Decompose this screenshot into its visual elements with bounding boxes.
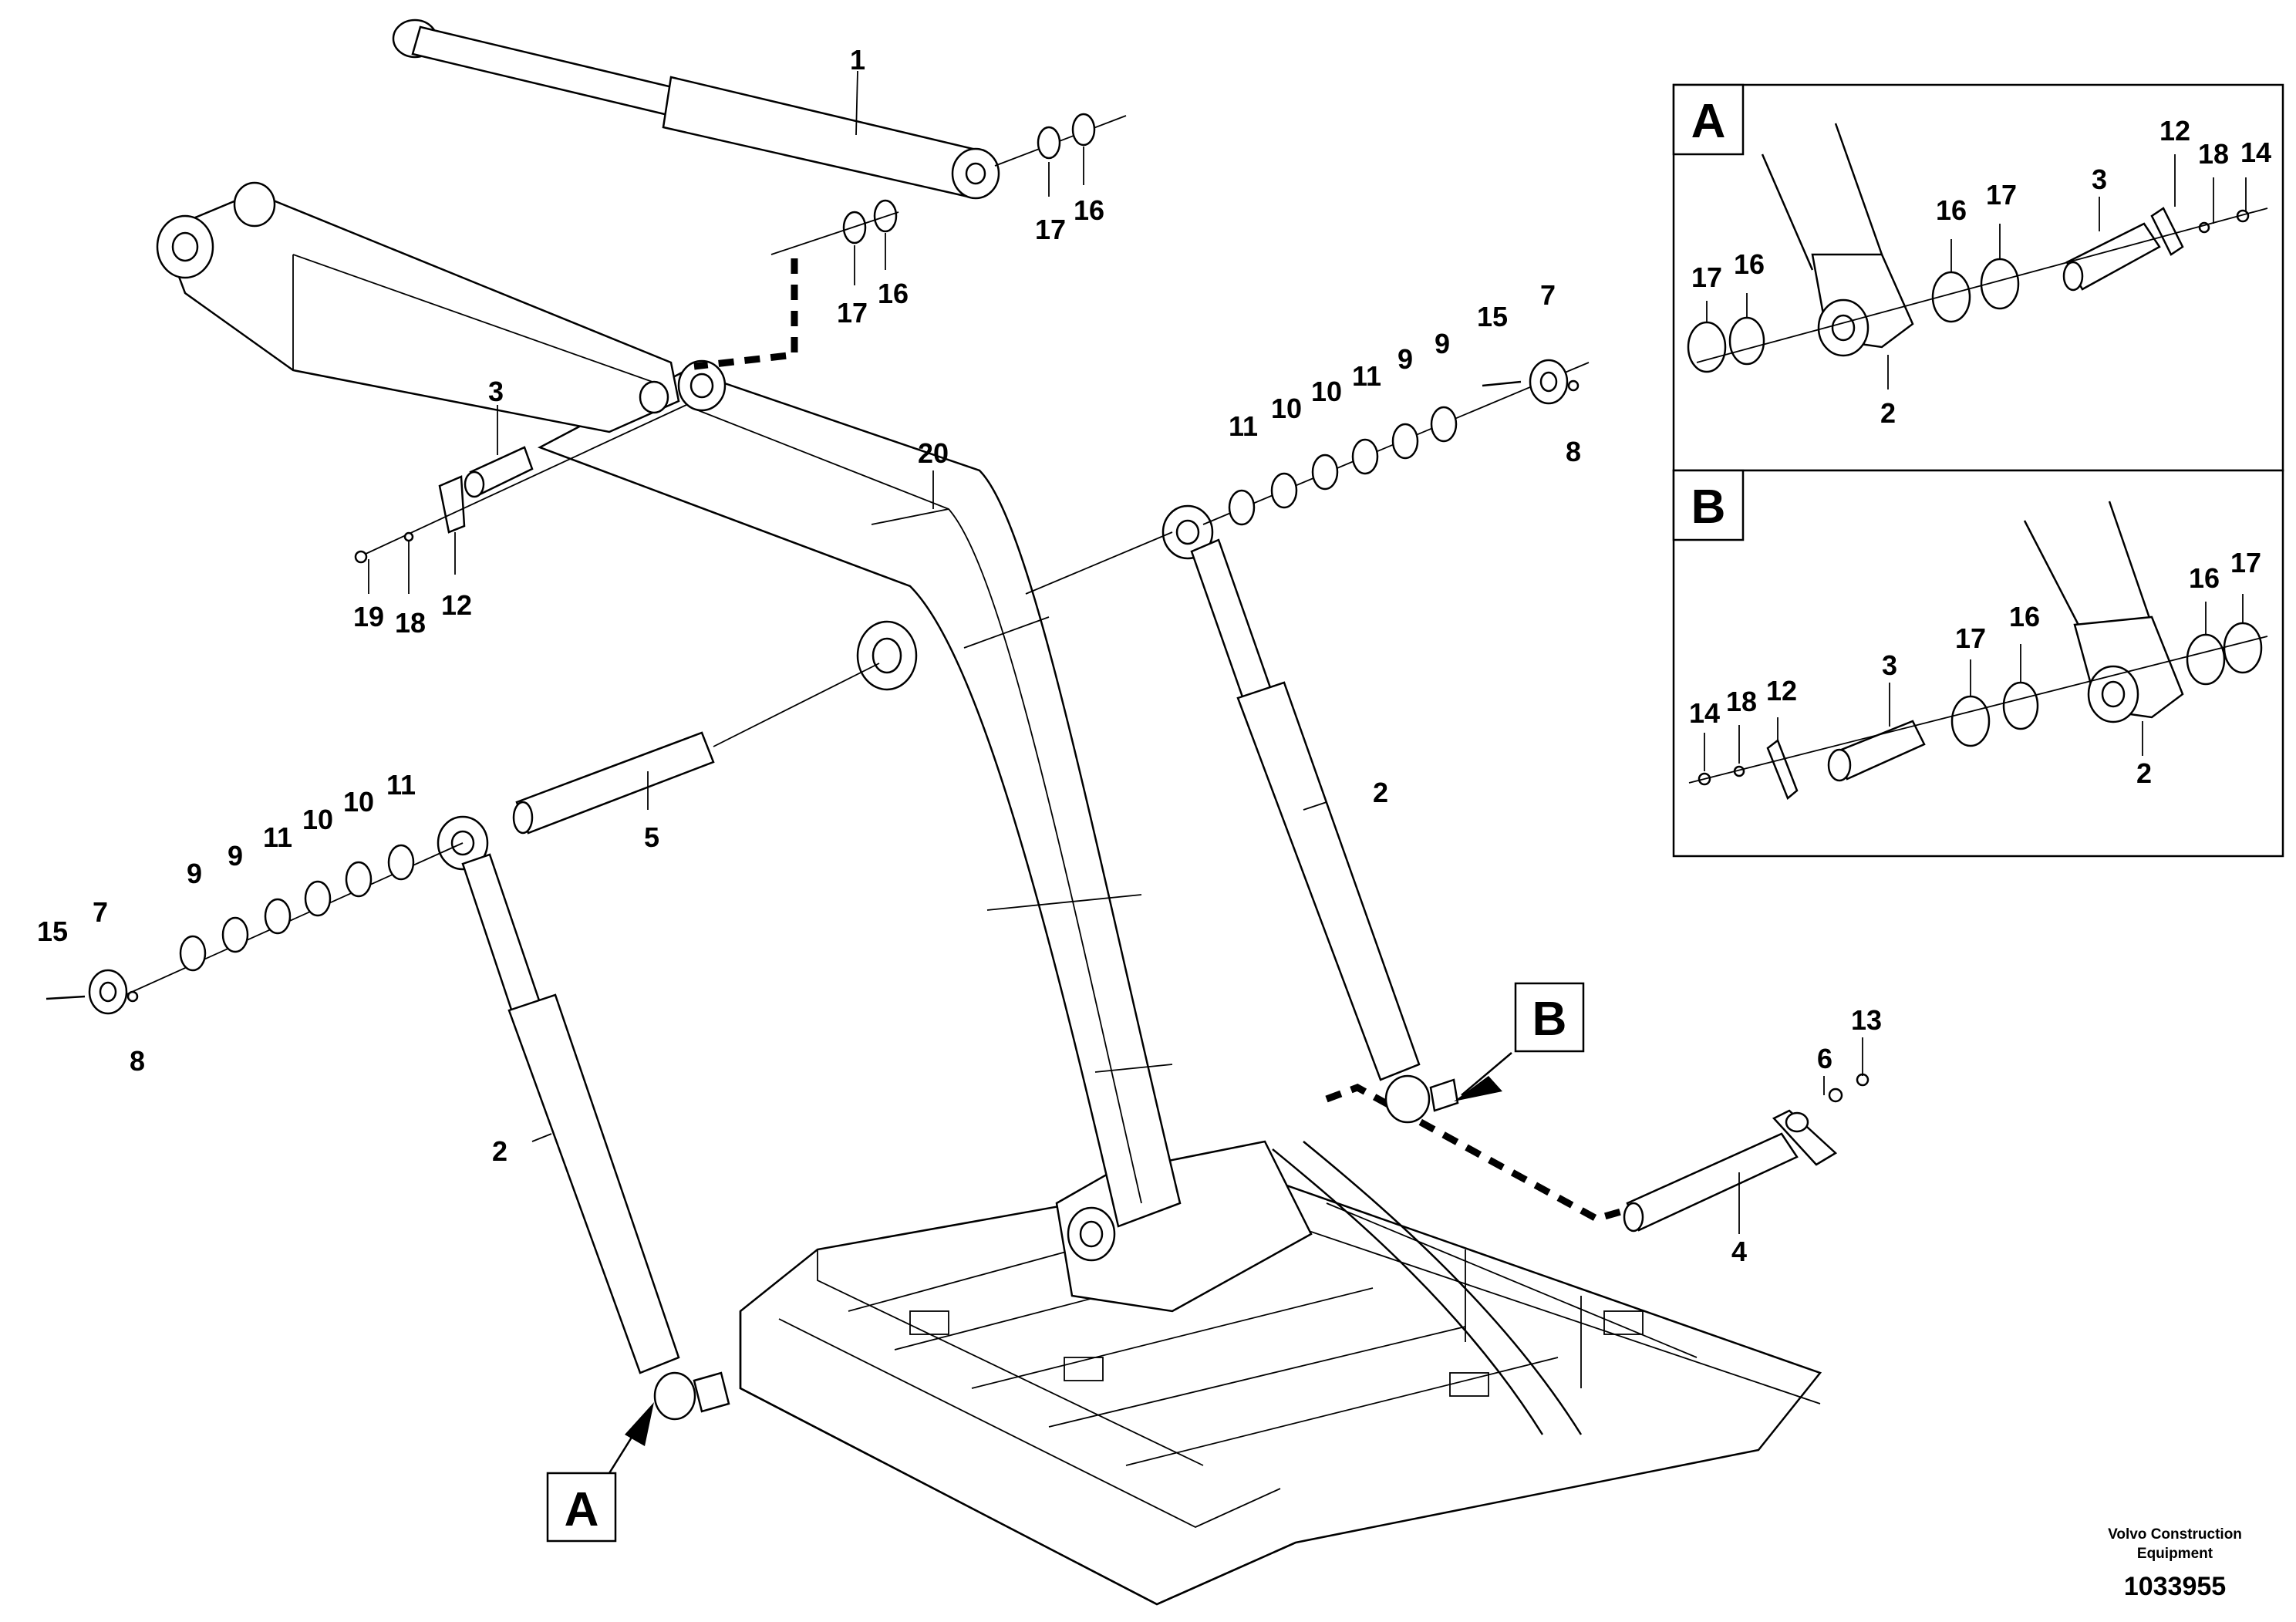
part-number: 1033955	[2124, 1572, 2226, 1601]
chassis-frame	[739, 1171, 1822, 1606]
callout-18: 18	[395, 607, 426, 639]
callout-9: 9	[1397, 343, 1413, 375]
inset-b-label-14: 14	[1689, 697, 1720, 729]
callout-4: 4	[1731, 1236, 1747, 1267]
callout-9: 9	[228, 840, 243, 872]
inset-a-label-3: 3	[2092, 164, 2107, 195]
boom-cylinder-left	[107, 815, 730, 1421]
boom-pin-5	[512, 663, 880, 835]
callout-11: 11	[1229, 410, 1258, 442]
callout-17: 17	[837, 297, 868, 329]
inset-a-label-18: 18	[2198, 138, 2229, 170]
callout-3: 3	[488, 376, 504, 407]
inset-a-label-17: 17	[1986, 179, 2017, 211]
inset-b-label-3: 3	[1882, 649, 1897, 681]
detail-tag-b: B	[1454, 982, 1585, 1101]
inset-a-label-17: 17	[1691, 261, 1722, 293]
callout-1: 1	[850, 44, 865, 76]
callout-10: 10	[302, 804, 333, 835]
footer: Volvo Construction Equipment 1033955	[2108, 1526, 2242, 1601]
inset-a-label-14: 14	[2240, 137, 2271, 168]
detail-tag-b-text: B	[1532, 993, 1567, 1046]
callout-6: 6	[1817, 1043, 1832, 1074]
inset-a-title: A	[1691, 95, 1726, 148]
maker-line-2: Equipment	[2137, 1546, 2213, 1562]
callout-20: 20	[918, 437, 949, 469]
pin-4	[1623, 1073, 1870, 1233]
dashed-link-pin-4	[1325, 1084, 1652, 1222]
detail-tag-a: A	[546, 1402, 654, 1543]
inset-b-label-2: 2	[2136, 757, 2152, 789]
inset-b-label-17: 17	[2230, 547, 2261, 578]
callout-11: 11	[386, 769, 416, 801]
inset-a: A 12 18 14 3 16 17 17 16 2	[1672, 83, 2284, 472]
maker-line-1: Volvo Construction	[2108, 1526, 2242, 1543]
callout-19: 19	[353, 601, 384, 632]
leader-lines	[368, 70, 1863, 1234]
callout-2: 2	[1373, 777, 1388, 808]
inset-b-label-16: 16	[2189, 562, 2220, 594]
inset-a-label-12: 12	[2159, 115, 2190, 147]
inset-b-label-17: 17	[1955, 622, 1986, 654]
callout-15: 15	[1477, 301, 1508, 332]
inset-b-label-12: 12	[1766, 675, 1797, 706]
callout-9: 9	[1435, 328, 1450, 359]
callout-labels: 1 16 17 16 17 3 19 18 12 20 15 7 8 9 9 1…	[37, 44, 1882, 1267]
callout-11: 11	[263, 821, 292, 853]
callout-16: 16	[878, 278, 909, 309]
callout-11: 11	[1352, 360, 1381, 392]
inset-a-label-16: 16	[1936, 194, 1967, 226]
callout-17: 17	[1035, 214, 1066, 245]
arm	[156, 181, 727, 433]
callout-8: 8	[1566, 436, 1581, 467]
washers-right	[1228, 359, 1580, 526]
arm-pin-assembly	[354, 404, 687, 564]
inset-a-label-16: 16	[1734, 248, 1765, 280]
inset-b-label-18: 18	[1726, 686, 1757, 717]
callout-7: 7	[93, 896, 108, 928]
dashed-link-arm	[693, 258, 798, 370]
callout-10: 10	[1271, 393, 1302, 424]
boom-cylinder-right	[1025, 362, 1590, 1124]
inset-a-label-2: 2	[1880, 397, 1896, 429]
inset-b: B 16 17 17 16 3 14 18 12 2	[1672, 469, 2284, 858]
arm-cylinder	[392, 19, 1127, 200]
callout-13: 13	[1851, 1004, 1882, 1036]
callout-5: 5	[644, 821, 659, 853]
washers-cylinder-1	[770, 113, 1096, 255]
boom	[537, 369, 1182, 1228]
inset-b-label-16: 16	[2009, 601, 2040, 632]
inset-b-title: B	[1691, 481, 1726, 534]
callout-10: 10	[343, 786, 374, 818]
callout-7: 7	[1540, 279, 1556, 311]
callout-9: 9	[187, 858, 202, 889]
callout-16: 16	[1074, 194, 1104, 226]
detail-tag-a-text: A	[565, 1483, 599, 1536]
callout-8: 8	[130, 1045, 145, 1077]
callout-10: 10	[1311, 376, 1342, 407]
callout-2: 2	[492, 1135, 507, 1167]
callout-12: 12	[441, 589, 472, 621]
washers-left	[46, 844, 415, 1015]
callout-15: 15	[37, 916, 68, 947]
